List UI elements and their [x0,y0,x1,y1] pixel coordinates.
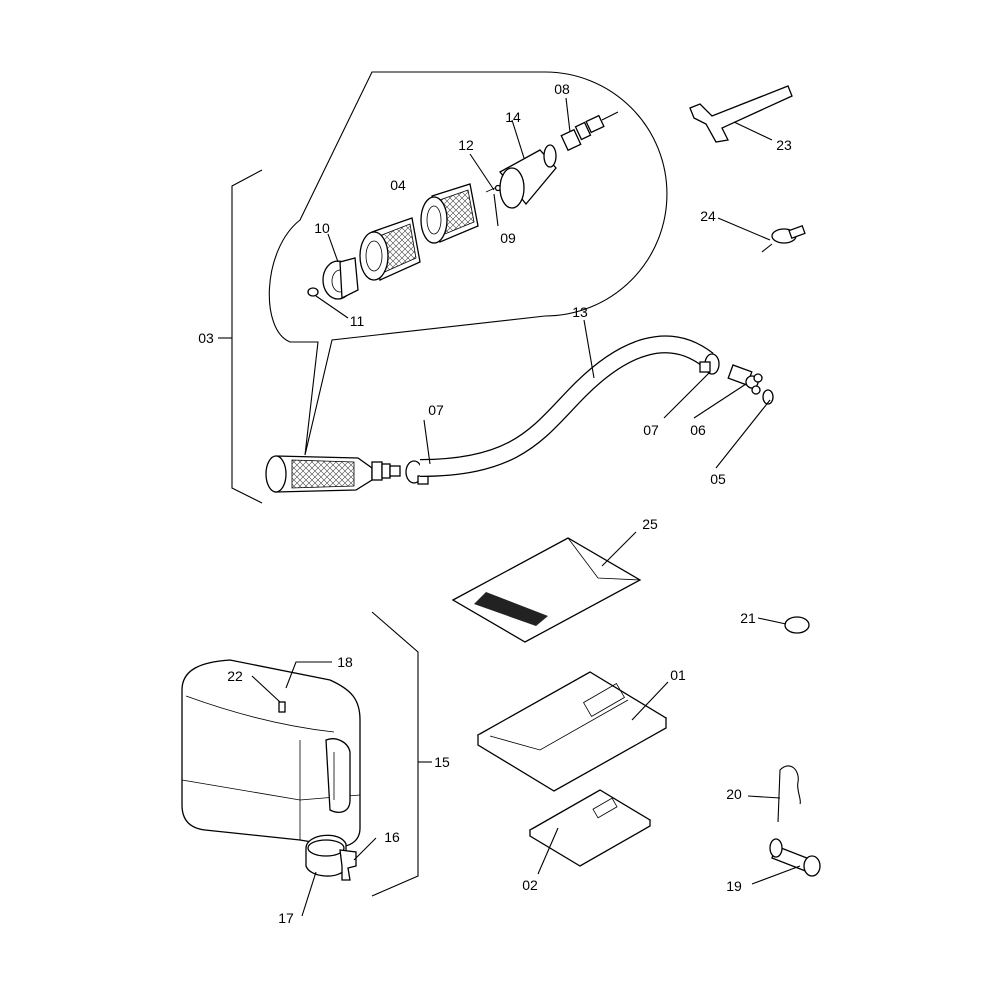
filter-body-14 [499,144,557,209]
callout-05: 05 [710,471,726,487]
cap-21 [784,616,810,634]
manual-01 [476,671,668,792]
callout-19: 19 [726,878,742,894]
callout-07-b: 07 [643,422,659,438]
callout-22: 22 [227,668,243,684]
callout-11: 11 [350,313,365,329]
callout-17: 17 [278,910,294,926]
callout-04: 04 [390,177,406,193]
callout-08: 08 [554,81,570,97]
callout-10: 10 [314,220,330,236]
suction-filter-03 [265,455,401,493]
callout-02: 02 [522,877,538,893]
leader-lines [251,97,801,917]
callout-12: 12 [458,137,474,153]
filter-cap-10 [322,257,359,300]
callout-15: 15 [434,754,450,770]
callout-13: 13 [572,304,588,320]
manual-02 [528,789,652,867]
oring-05 [762,389,774,405]
cap-17 [305,834,347,877]
group-bracket-03 [218,169,263,504]
tap-16 [339,849,357,881]
callout-24: 24 [700,208,716,224]
clevis-pin-19 [769,838,821,877]
connector-08 [560,111,619,152]
vent-screw-22 [278,701,286,713]
canister-18 [181,659,361,848]
callout-25: 25 [642,516,658,532]
hose-13 [419,335,714,477]
wrench-23 [689,85,793,143]
callout-14: 14 [505,109,521,125]
callout-18: 18 [337,654,353,670]
envelope-25 [451,537,642,643]
hose-clamp-07b [699,353,720,375]
fitting-06 [727,364,763,395]
callout-23: 23 [776,137,792,153]
callout-16: 16 [384,829,400,845]
filter-detail-bubble [268,71,668,456]
callout-03: 03 [198,330,214,346]
group-bracket-15 [371,611,432,897]
r-clip-20 [777,765,801,823]
filter-mesh-04b [420,183,479,244]
callout-01: 01 [670,667,686,683]
callout-06: 06 [690,422,706,438]
callout-21: 21 [740,610,756,626]
filter-mesh-04a [359,217,421,281]
callout-09: 09 [500,230,516,246]
pin-clip-24 [761,225,806,253]
callout-07-a: 07 [428,402,444,418]
small-nut-11 [307,287,319,297]
callout-20: 20 [726,786,742,802]
